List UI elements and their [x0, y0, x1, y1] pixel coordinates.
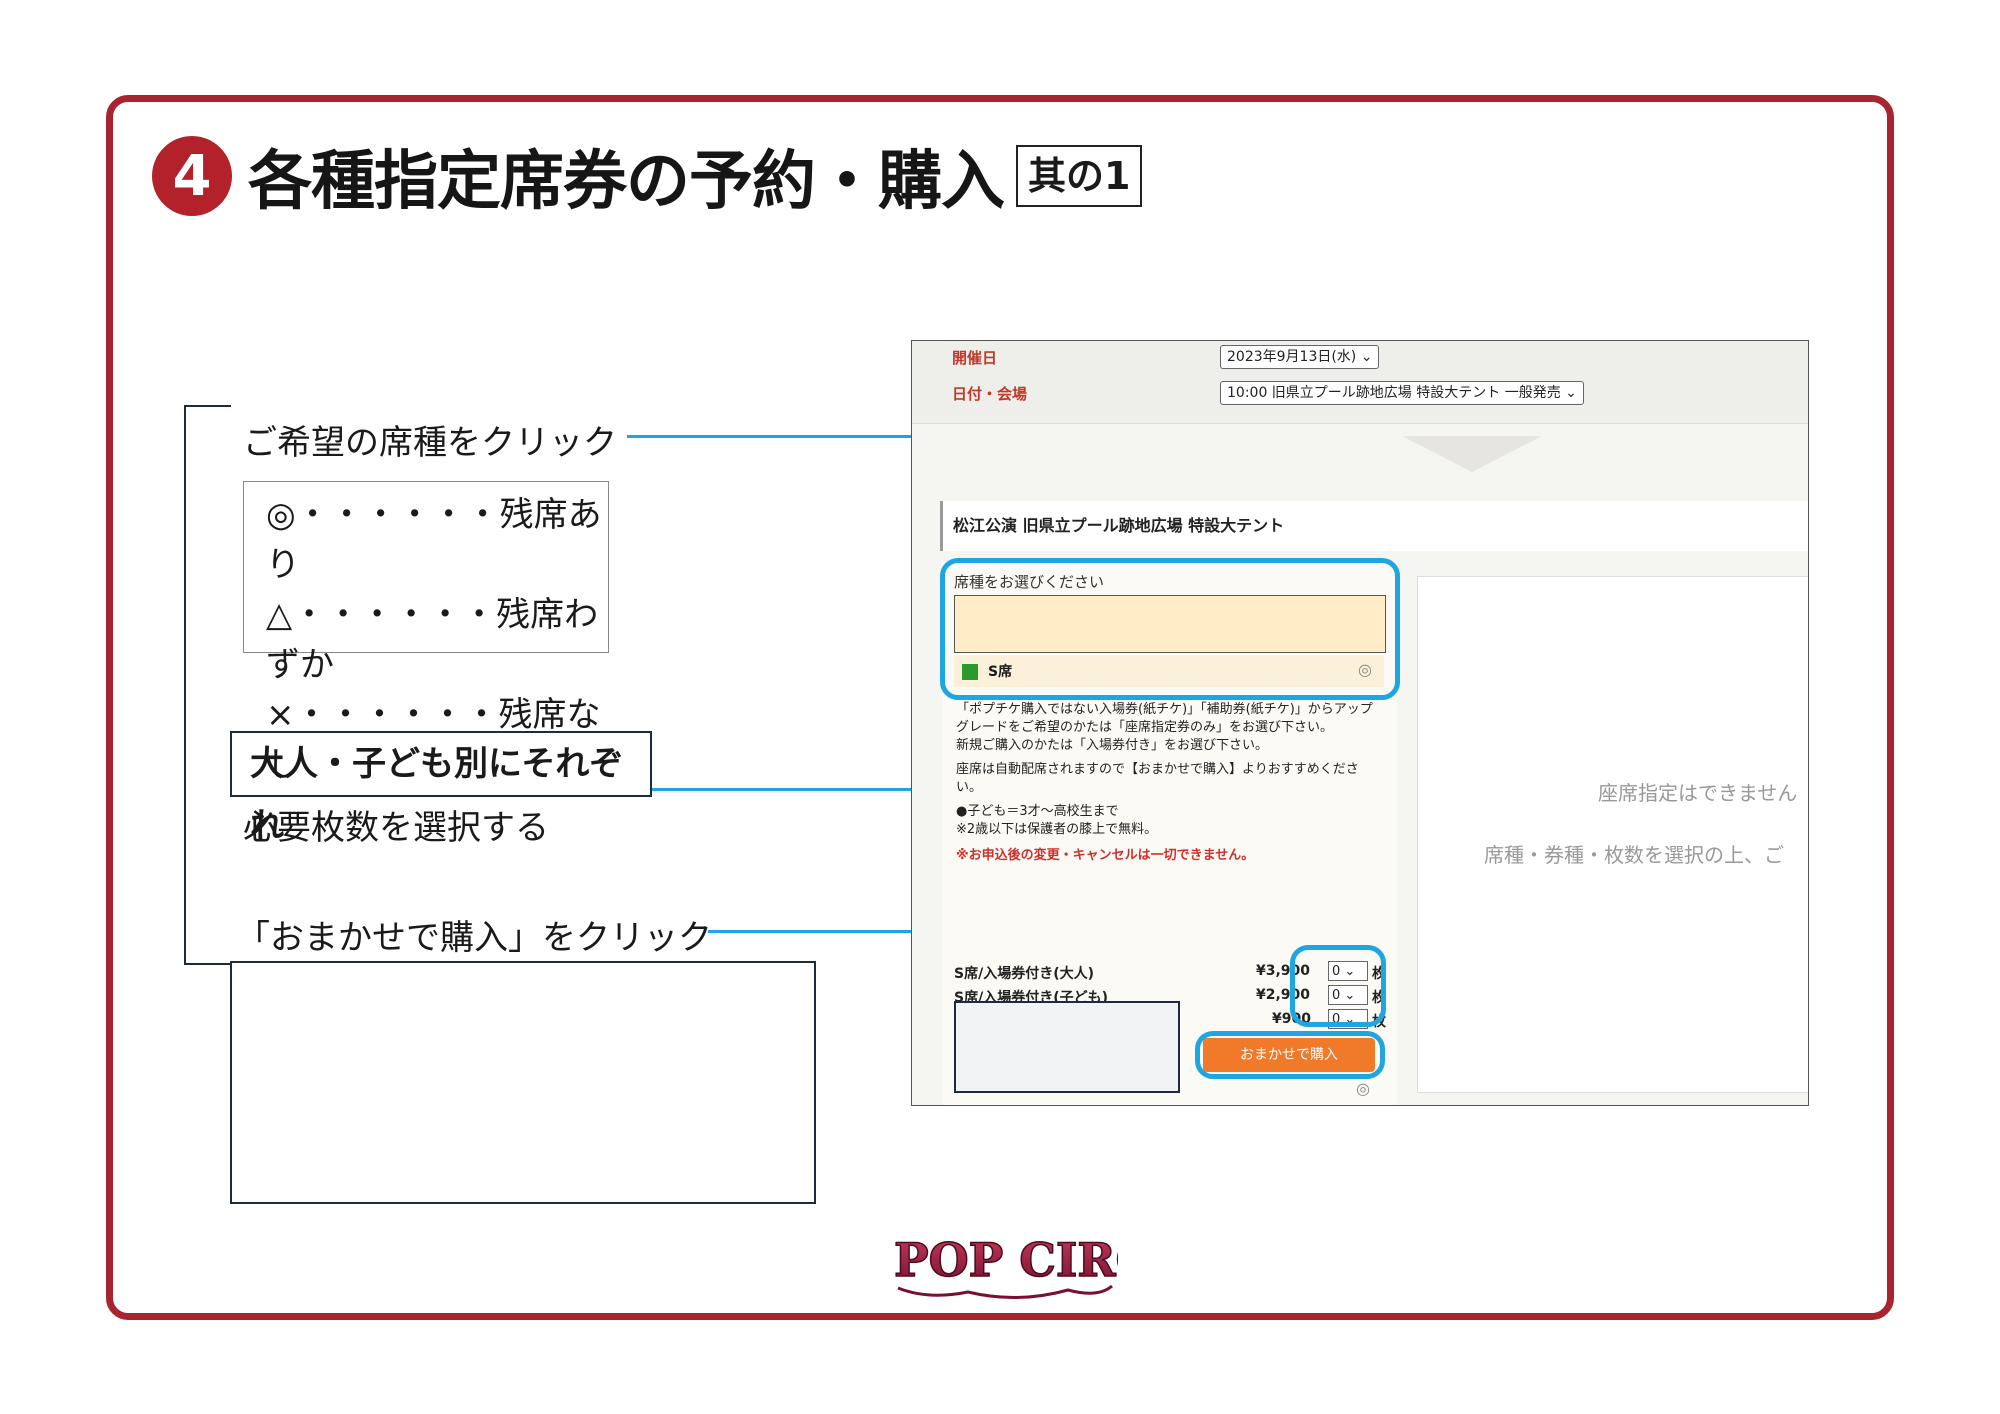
seat-prompt: 席種をお選びください — [954, 573, 1105, 591]
venue-select[interactable]: 10:00 旧県立プール跡地広場 特設大テント 一般発売 ⌄ — [1220, 381, 1584, 405]
auto-buy-button[interactable]: おまかせで購入 — [1203, 1038, 1375, 1072]
annotation-bracket — [184, 405, 231, 965]
venue-title: 松江公演 旧県立プール跡地広場 特設大テント — [940, 501, 1808, 551]
highlight-seat-type — [940, 558, 1400, 700]
page-frame — [106, 95, 1894, 1320]
title-tag: 其の1 — [1016, 145, 1143, 207]
note-line: ※2歳以下は保護者の膝上で無料。 — [956, 822, 1158, 837]
note-line: 「ポプチケ購入ではない入場券(紙チケ)」「補助券(紙チケ)」からアップグレードを… — [956, 702, 1373, 735]
ticket-name: S席/入場券付き(大人) — [954, 966, 1094, 982]
seat-status-icon: ◎ — [1358, 660, 1372, 679]
seat-name: S席 — [988, 664, 1013, 680]
legend-none: ×・・・・・・残席なし — [266, 695, 601, 785]
svg-text:POP CIRCUS: POP CIRCUS — [894, 1233, 1118, 1287]
seat-map-instruction: 席種・券種・枚数を選択の上、ご — [1484, 843, 1784, 867]
blank-overlay-box — [954, 1001, 1180, 1093]
ticket-row: S席/入場券付き(大人) ¥3,900 0 ⌄ 枚 — [954, 961, 1386, 985]
seat-notes: 「ポプチケ購入ではない入場券(紙チケ)」「補助券(紙チケ)」からアップグレードを… — [956, 701, 1374, 865]
annotation-select-count: 必要枚数を選択する — [243, 808, 549, 848]
venue-label: 日付・会場 — [952, 385, 1028, 403]
seat-color-icon — [962, 664, 978, 680]
note-line: 新規ご購入のかたは「入場券付き」をお選び下さい。 — [956, 738, 1269, 753]
note-warning: ※お申込後の変更・キャンセルは一切できません。 — [956, 848, 1255, 863]
seat-map-panel: 座席指定はできません 席種・券種・枚数を選択の上、ご — [1417, 576, 1808, 1093]
legend-available: ◎・・・・・・残席あり — [266, 495, 602, 585]
annotation-adult-child: 大人・子ども別にそれぞれ — [230, 731, 652, 846]
footer-status-icon: ◎ — [1356, 1079, 1370, 1098]
highlight-buy — [1195, 1031, 1385, 1079]
highlight-qty — [1290, 945, 1386, 1027]
seat-type-area[interactable] — [954, 595, 1386, 653]
note-line: 座席は自動配席されますので【おまかせで購入】よりおすすめください。 — [956, 762, 1359, 795]
page-header: 4 各種指定席券の予約・購入 其の1 — [152, 132, 1143, 220]
step-badge: 4 — [152, 136, 232, 216]
pop-circus-logo: POP CIRCUS — [893, 1232, 1118, 1300]
date-select[interactable]: 2023年9月13日(水) ⌄ — [1220, 345, 1380, 369]
annotation-click-seat: ご希望の席種をクリック — [243, 423, 617, 463]
legend-box: ◎・・・・・・残席あり △・・・・・・残席わずか ×・・・・・・残席なし — [243, 481, 609, 785]
step-triangle — [1402, 436, 1542, 472]
page-title: 各種指定席券の予約・購入 — [248, 145, 1005, 219]
ticket-site-screenshot: 開催日 2023年9月13日(水) ⌄ 日付・会場 10:00 旧県立プール跡地… — [911, 340, 1809, 1106]
seat-row-s[interactable]: S席 ◎ — [954, 655, 1384, 687]
seat-map-message: 座席指定はできません — [1598, 781, 1798, 805]
ticket-qty-select[interactable]: 0 ⌄ — [1328, 985, 1368, 1005]
legend-few: △・・・・・・残席わずか — [266, 595, 599, 685]
date-label: 開催日 — [952, 349, 998, 367]
note-line: ●子ども＝3才～高校生まで — [956, 804, 1119, 819]
empty-note-box — [230, 961, 816, 1204]
annotation-click-buy: 「おまかせで購入」をクリック — [236, 918, 712, 958]
ticket-qty-select[interactable]: 0 ⌄ — [1328, 961, 1368, 981]
ticket-price: ¥2,900 — [1256, 987, 1311, 1003]
connector-seat-h — [627, 435, 1171, 438]
ticket-price: ¥3,900 — [1256, 963, 1311, 979]
